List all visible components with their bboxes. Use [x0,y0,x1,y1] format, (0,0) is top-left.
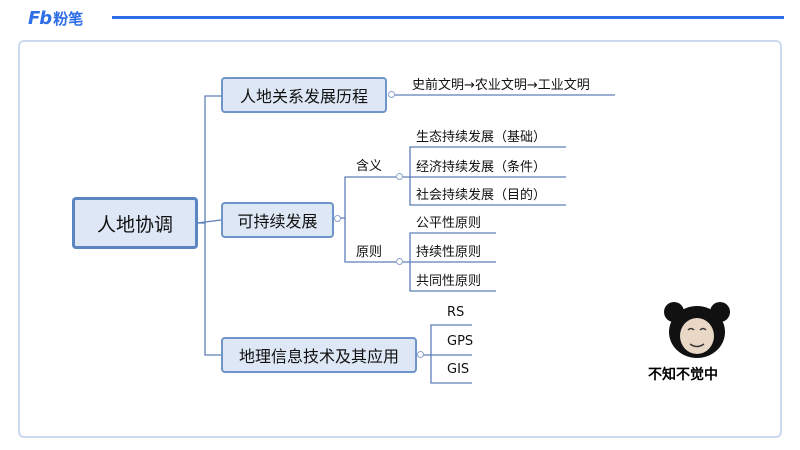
collapse-dot-branch3 [417,351,424,358]
meaning-item-3: 社会持续发展（目的） [416,188,547,203]
connector-branch2-principle [344,218,396,263]
logo-text: 粉笔 [53,10,84,28]
collapse-dot-meaning [396,173,403,180]
group-label-principle: 原则 [356,245,383,260]
group-label-meaning: 含义 [356,159,383,174]
collapse-dot-principle [396,258,403,265]
collapse-dot-branch2 [334,215,341,222]
root-node: 人地协调 [72,197,198,249]
fenbi-logo: Fb 粉笔 [28,8,83,29]
branch1-leaf: 史前文明→农业文明→工业文明 [412,78,590,93]
tech-item-gis: GIS [447,362,470,377]
principle-item-1: 公平性原则 [416,216,482,231]
panda-face-meme-icon [664,302,730,358]
principle-item-2: 持续性原则 [416,245,482,260]
connector-meaning-items [403,146,566,206]
slide-frame [18,40,782,438]
connector-branch3-items [419,324,472,384]
branch-label-3: 地理信息技术及其应用 [238,347,399,366]
tech-item-gps: GPS [447,334,474,349]
root-label: 人地协调 [96,213,173,236]
connector-root-branch3 [204,223,221,356]
logo-mark: Fb [28,8,52,29]
connector-root-branch2 [196,219,222,224]
branch-label-1: 人地关系发展历程 [239,87,368,106]
principle-item-3: 共同性原则 [416,274,482,289]
branch-node-1: 人地关系发展历程 [221,77,387,113]
branch-node-3: 地理信息技术及其应用 [221,337,417,373]
connector-principle-items [403,232,496,292]
meme-caption: 不知不觉中 [648,367,718,383]
meaning-item-2: 经济持续发展（条件） [416,160,547,175]
branch-label-2: 可持续发展 [237,212,318,231]
connector-branch2-meaning [340,176,396,219]
branch-node-2: 可持续发展 [221,202,334,238]
collapse-dot-branch1 [388,91,395,98]
header-divider [112,16,784,19]
meaning-item-1: 生态持续发展（基础） [416,130,547,145]
connector-root-branch1 [197,95,221,224]
tech-item-rs: RS [447,305,465,320]
